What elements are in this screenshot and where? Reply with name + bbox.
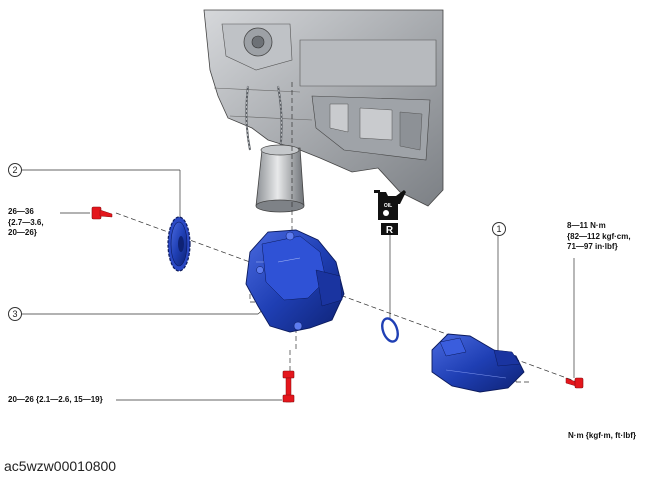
torque-label-bolt-right: 8—11 N·m {82—112 kgf·cm, 71—97 in·lbf} xyxy=(567,221,631,253)
torque-line: 20—26} xyxy=(8,228,37,237)
oil-symbol-text: OIL xyxy=(384,203,392,209)
torque-line: 26—36 xyxy=(8,207,34,216)
bolt-left xyxy=(91,206,113,220)
callout-oil-strainer: 1 xyxy=(492,222,506,236)
torque-line: {82—112 kgf·cm, xyxy=(567,231,631,241)
units-note: N·m {kgf·m, ft·lbf} xyxy=(568,431,636,440)
engine-block xyxy=(203,9,444,213)
torque-label-bolt-left: 26—36 {2.7—3.6, 20—26} xyxy=(8,207,44,239)
bolt-bottom xyxy=(282,370,295,403)
torque-line: {2.7—3.6, xyxy=(8,217,44,227)
figure-reference: ac5wzw00010800 xyxy=(4,458,117,474)
oil-pump-sprocket xyxy=(167,216,191,272)
o-ring xyxy=(381,317,399,343)
oil-can-icon xyxy=(374,190,406,235)
leader-lines xyxy=(20,169,575,401)
bolt-right xyxy=(565,377,584,389)
torque-label-bolt-bottom: 20—26 {2.1—2.6, 15—19} xyxy=(8,395,103,404)
oil-symbol-letter: R xyxy=(386,225,394,236)
callout-oil-pump: 3 xyxy=(8,307,22,321)
oil-strainer xyxy=(431,333,525,393)
torque-line: 71—97 in·lbf} xyxy=(567,242,618,251)
oil-pump xyxy=(245,229,345,333)
callout-oil-pump-sprocket: 2 xyxy=(8,163,22,177)
torque-line: 8—11 N·m xyxy=(567,221,606,230)
